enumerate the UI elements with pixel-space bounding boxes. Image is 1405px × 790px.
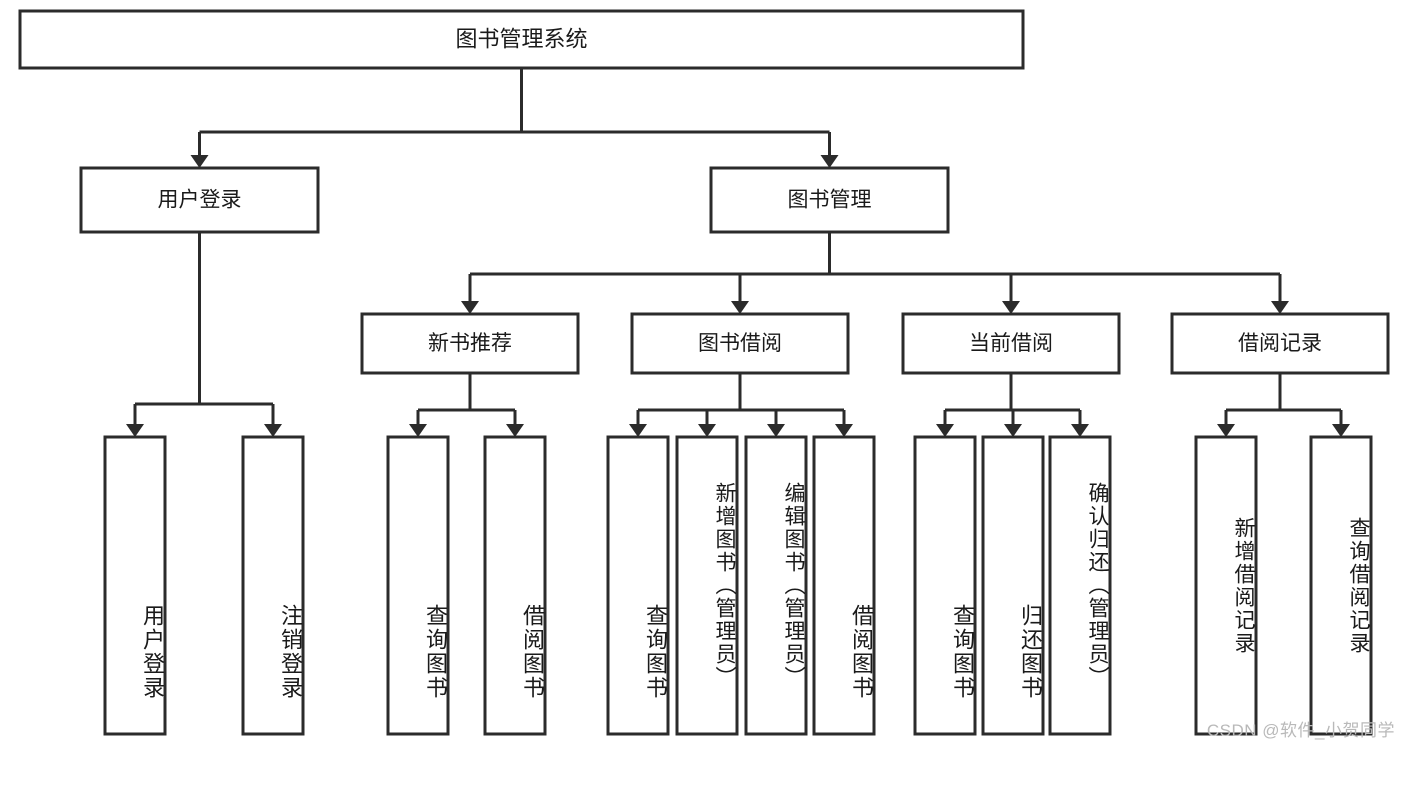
node-box bbox=[709, 166, 950, 234]
leaf-label-8: 查询图书 bbox=[950, 603, 975, 700]
node-level3-3[interactable]: 借阅记录 bbox=[1170, 312, 1390, 375]
leaf-label-2: 查询图书 bbox=[423, 603, 448, 700]
arrow-head-icon bbox=[1071, 424, 1089, 437]
arrow-head-icon bbox=[1002, 301, 1020, 314]
node-box bbox=[630, 312, 850, 375]
leaf-label-9: 归还图书 bbox=[1018, 603, 1043, 700]
edges-layer bbox=[126, 68, 1350, 437]
arrow-head-icon bbox=[820, 155, 839, 168]
node-leaf-8[interactable] bbox=[913, 435, 977, 736]
leaf-label-4: 查询图书 bbox=[643, 603, 668, 700]
leaf-label-7: 借阅图书 bbox=[849, 603, 874, 700]
node-leaf-9[interactable] bbox=[981, 435, 1045, 736]
node-box bbox=[1170, 312, 1390, 375]
node-box bbox=[18, 9, 1025, 70]
node-leaf-11[interactable] bbox=[1194, 435, 1258, 736]
leaf-label-0: 用户登录 bbox=[140, 603, 165, 700]
leaf-label-5: 新增图书（管理员） bbox=[713, 482, 736, 689]
arrow-head-icon bbox=[409, 424, 427, 437]
arrow-head-icon bbox=[1271, 301, 1289, 314]
leaf-label-11: 新增借阅记录 bbox=[1232, 516, 1255, 655]
diagram-canvas: 图书管理系统用户登录图书管理新书推荐图书借阅当前借阅借阅记录 用户登录注销登录查… bbox=[18, 9, 1395, 740]
arrow-head-icon bbox=[1332, 424, 1350, 437]
node-label: 图书借阅 bbox=[698, 332, 782, 355]
node-box bbox=[360, 312, 580, 375]
leaf-label-10: 确认归还（管理员） bbox=[1086, 482, 1109, 689]
node-leaf-12[interactable] bbox=[1309, 435, 1373, 736]
arrow-head-icon bbox=[698, 424, 716, 437]
leaf-label-12: 查询借阅记录 bbox=[1347, 516, 1370, 655]
node-leaf-0[interactable] bbox=[103, 435, 167, 736]
node-leaf-6[interactable] bbox=[744, 435, 808, 736]
node-label: 用户登录 bbox=[158, 189, 242, 212]
leaf-label-1: 注销登录 bbox=[278, 603, 303, 700]
node-level2-1[interactable]: 图书管理 bbox=[709, 166, 950, 234]
node-level2-0[interactable]: 用户登录 bbox=[79, 166, 320, 234]
node-level3-0[interactable]: 新书推荐 bbox=[360, 312, 580, 375]
arrow-head-icon bbox=[264, 424, 282, 437]
arrow-head-icon bbox=[936, 424, 954, 437]
arrow-head-icon bbox=[126, 424, 144, 437]
node-leaf-7[interactable] bbox=[812, 435, 876, 736]
node-label: 借阅记录 bbox=[1238, 332, 1322, 355]
node-label: 图书管理 bbox=[788, 189, 872, 212]
node-box bbox=[901, 312, 1121, 375]
leaf-label-6: 编辑图书（管理员） bbox=[782, 482, 805, 689]
arrow-head-icon bbox=[190, 155, 209, 168]
arrow-head-icon bbox=[506, 424, 524, 437]
arrow-head-icon bbox=[731, 301, 749, 314]
node-leaf-1[interactable] bbox=[241, 435, 305, 736]
node-label: 新书推荐 bbox=[428, 332, 512, 355]
node-level3-1[interactable]: 图书借阅 bbox=[630, 312, 850, 375]
arrow-head-icon bbox=[629, 424, 647, 437]
leaf-label-3: 借阅图书 bbox=[520, 603, 545, 700]
node-leaf-5[interactable] bbox=[675, 435, 739, 736]
node-root-system[interactable]: 图书管理系统 bbox=[18, 9, 1025, 70]
arrow-head-icon bbox=[461, 301, 479, 314]
node-box bbox=[79, 166, 320, 234]
arrow-head-icon bbox=[1004, 424, 1022, 437]
node-leaf-3[interactable] bbox=[483, 435, 547, 736]
node-label: 图书管理系统 bbox=[455, 26, 587, 51]
node-label: 当前借阅 bbox=[969, 332, 1053, 355]
node-leaf-2[interactable] bbox=[386, 435, 450, 736]
node-leaf-4[interactable] bbox=[606, 435, 670, 736]
node-leaf-10[interactable] bbox=[1048, 435, 1112, 736]
node-level3-2[interactable]: 当前借阅 bbox=[901, 312, 1121, 375]
arrow-head-icon bbox=[835, 424, 853, 437]
arrow-head-icon bbox=[1217, 424, 1235, 437]
arrow-head-icon bbox=[767, 424, 785, 437]
